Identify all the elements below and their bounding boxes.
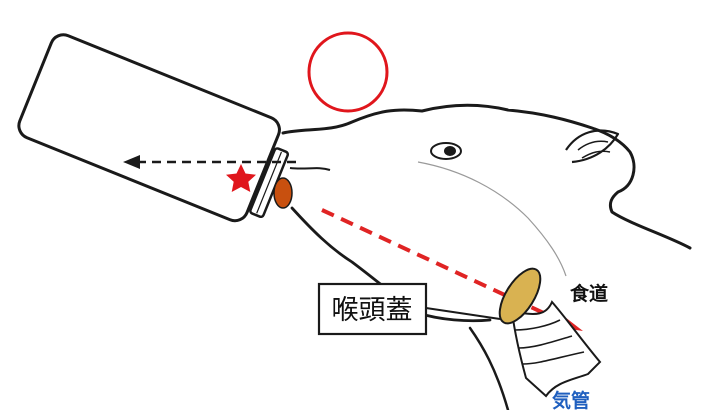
trachea-tube (510, 300, 602, 398)
epiglottis-label-box (317, 282, 428, 336)
calf-ear-inner (577, 140, 611, 159)
calf-ear (565, 129, 620, 164)
calf-eye (430, 142, 462, 160)
trachea-rings (514, 319, 585, 365)
bottle-nipple (273, 177, 293, 209)
air-flow-arrowhead-icon (123, 155, 140, 169)
calf-neck-underside (468, 326, 510, 410)
epiglottis-label: 喉頭蓋 (332, 295, 413, 326)
milk-bottle (17, 33, 281, 223)
trachea-label: 気管 (552, 389, 590, 410)
calf-throat-line (417, 161, 567, 277)
epiglottis-flap (498, 267, 542, 325)
red-star-icon (226, 164, 256, 192)
epiglottis-leader-line (425, 307, 501, 320)
calf-head-outline (281, 103, 692, 250)
calf-mouth (289, 167, 331, 171)
red-circle-mark (307, 31, 389, 113)
esophagus-label: 食道 (570, 282, 608, 305)
